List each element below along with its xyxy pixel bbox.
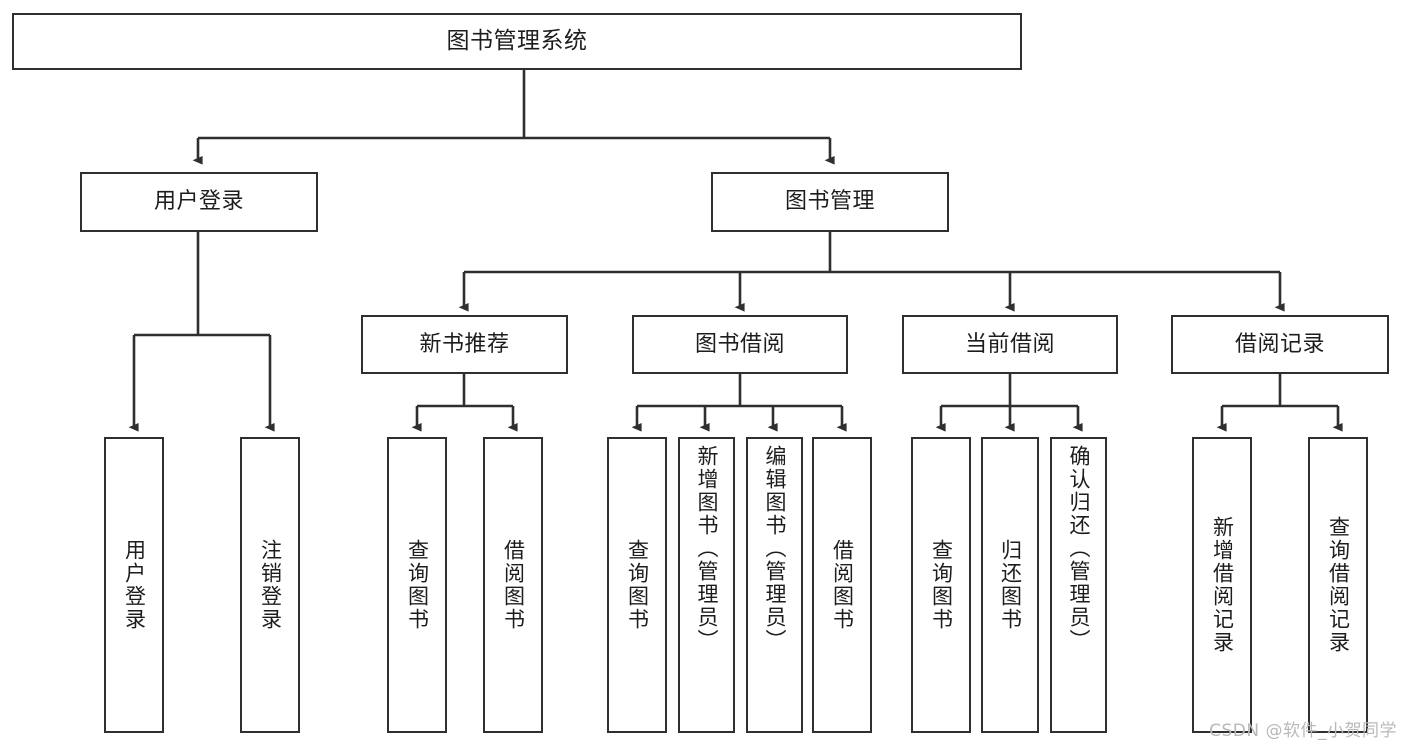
leaf-add-record[interactable]: 新增借阅记录 bbox=[1192, 437, 1252, 733]
leaf-user-logout-label: 注销登录 bbox=[258, 539, 283, 631]
leaf-borrow-book-1[interactable]: 借阅图书 bbox=[483, 437, 543, 733]
leaf-borrow-book-2[interactable]: 借阅图书 bbox=[812, 437, 872, 733]
leaf-query-book-2[interactable]: 查询图书 bbox=[607, 437, 667, 733]
node-current-borrow-label: 当前借阅 bbox=[964, 331, 1055, 357]
node-root[interactable]: 图书管理系统 bbox=[12, 13, 1022, 70]
node-borrow-record-label: 借阅记录 bbox=[1234, 331, 1325, 357]
node-book-borrow-label: 图书借阅 bbox=[694, 331, 785, 357]
node-current-borrow[interactable]: 当前借阅 bbox=[902, 315, 1118, 374]
leaf-add-book-label: 新增图书（管理员） bbox=[694, 445, 719, 652]
watermark: CSDN @软件_小贺同学 bbox=[1209, 721, 1397, 741]
leaf-query-record-label: 查询借阅记录 bbox=[1326, 516, 1351, 654]
leaf-user-login-label: 用户登录 bbox=[122, 539, 147, 631]
leaf-edit-book[interactable]: 编辑图书（管理员） bbox=[746, 437, 803, 733]
leaf-user-logout[interactable]: 注销登录 bbox=[240, 437, 300, 733]
node-user-login[interactable]: 用户登录 bbox=[80, 172, 318, 232]
leaf-query-book-1-label: 查询图书 bbox=[405, 539, 430, 631]
leaf-user-login[interactable]: 用户登录 bbox=[104, 437, 164, 733]
leaf-query-record[interactable]: 查询借阅记录 bbox=[1308, 437, 1368, 733]
node-new-book-recommend-label: 新书推荐 bbox=[419, 331, 510, 357]
node-borrow-record[interactable]: 借阅记录 bbox=[1171, 315, 1389, 374]
leaf-add-record-label: 新增借阅记录 bbox=[1210, 516, 1235, 654]
node-root-label: 图书管理系统 bbox=[446, 28, 588, 55]
leaf-edit-book-label: 编辑图书（管理员） bbox=[762, 445, 787, 652]
leaf-confirm-return[interactable]: 确认归还（管理员） bbox=[1050, 437, 1107, 733]
leaf-return-book-label: 归还图书 bbox=[998, 539, 1023, 631]
leaf-borrow-book-1-label: 借阅图书 bbox=[501, 539, 526, 631]
leaf-query-book-3[interactable]: 查询图书 bbox=[911, 437, 971, 733]
leaf-query-book-3-label: 查询图书 bbox=[929, 539, 954, 631]
leaf-confirm-return-label: 确认归还（管理员） bbox=[1066, 445, 1091, 652]
node-book-management-label: 图书管理 bbox=[784, 189, 875, 215]
leaf-borrow-book-2-label: 借阅图书 bbox=[830, 539, 855, 631]
node-book-borrow[interactable]: 图书借阅 bbox=[632, 315, 848, 374]
leaf-add-book[interactable]: 新增图书（管理员） bbox=[678, 437, 735, 733]
leaf-query-book-1[interactable]: 查询图书 bbox=[387, 437, 447, 733]
node-book-management[interactable]: 图书管理 bbox=[711, 172, 949, 232]
leaf-return-book[interactable]: 归还图书 bbox=[981, 437, 1039, 733]
node-new-book-recommend[interactable]: 新书推荐 bbox=[361, 315, 568, 374]
leaf-query-book-2-label: 查询图书 bbox=[625, 539, 650, 631]
node-user-login-label: 用户登录 bbox=[153, 189, 244, 215]
